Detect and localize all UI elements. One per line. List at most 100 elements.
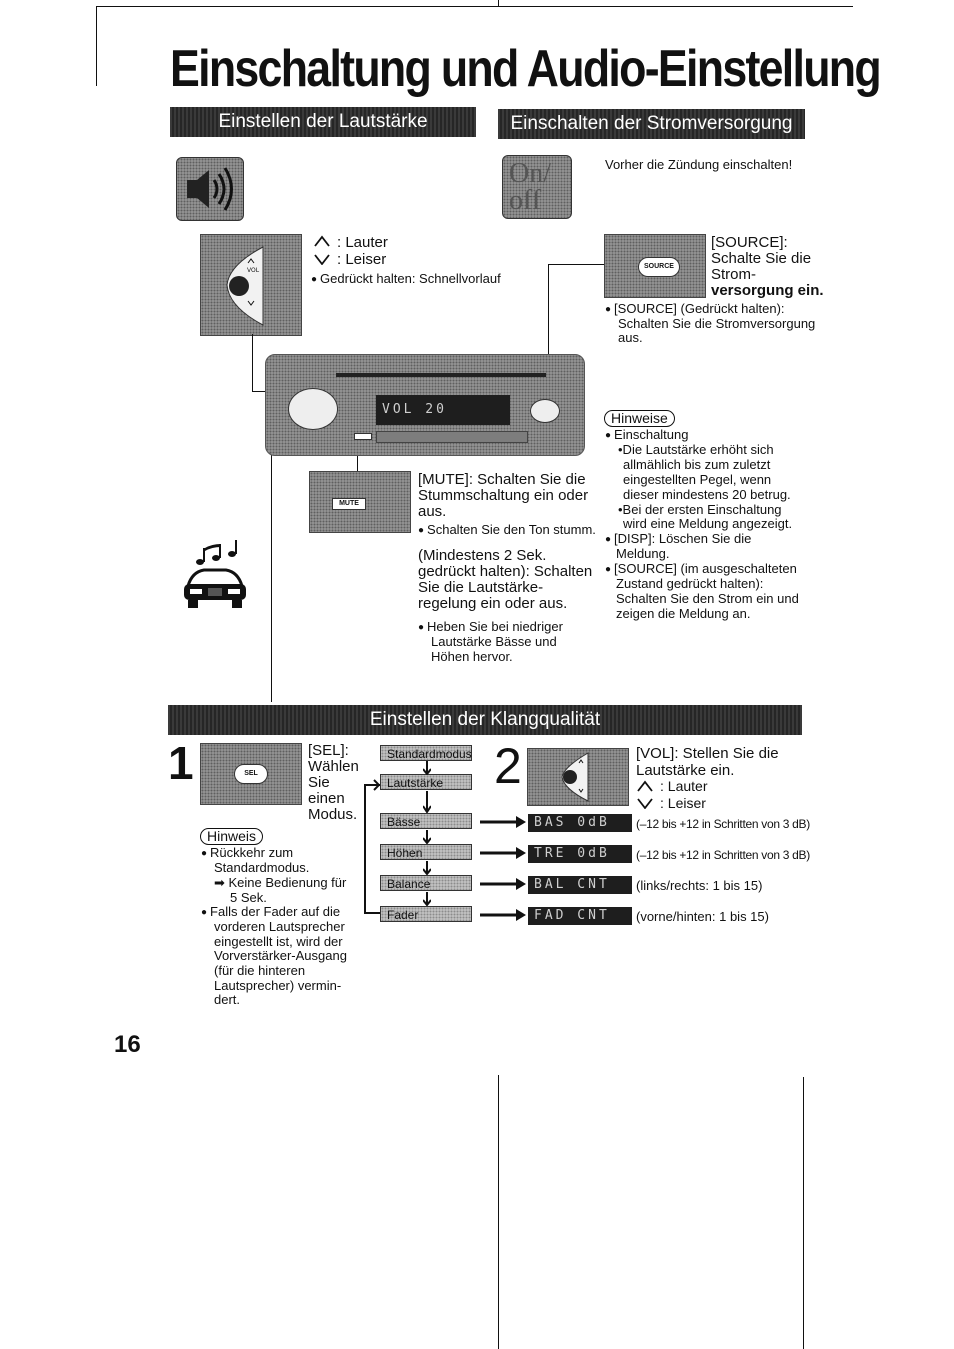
source-button-panel[interactable]: SOURCE bbox=[604, 234, 706, 298]
cd-slot bbox=[336, 373, 546, 377]
sel-line-2: Wählen bbox=[308, 758, 359, 775]
hinweise-line-3: allmählich bis zum zuletzt bbox=[623, 457, 771, 472]
volume-hold-text: Gedrückt halten: Schnellvorlauf bbox=[311, 271, 501, 288]
source-button[interactable]: SOURCE bbox=[638, 257, 680, 277]
row-arrow-icon-1 bbox=[480, 816, 526, 828]
vol-title-1: [VOL]: Stellen Sie die bbox=[636, 745, 779, 762]
sound-hinweis-line-8: Vorverstärker-Ausgang bbox=[214, 948, 347, 963]
left-rule bbox=[96, 6, 97, 86]
on-off-label: On/ off bbox=[509, 158, 551, 216]
mute-hold-3: Sie die Lautstärke- bbox=[418, 579, 544, 596]
mute-button-label: MUTE bbox=[339, 500, 359, 507]
sound-hinweis-line-7: eingestellt ist, wird der bbox=[214, 934, 343, 949]
sel-line-3: Sie bbox=[308, 774, 330, 791]
up-chevron-icon bbox=[314, 235, 330, 247]
top-rule bbox=[96, 6, 853, 7]
mode-arrow-icon-1 bbox=[423, 761, 431, 775]
mode-standard: Standardmodus bbox=[380, 745, 472, 761]
car-music-icon bbox=[184, 540, 246, 608]
sound-hinweis-line-11: dert. bbox=[214, 992, 241, 1007]
section-sound-header: Einstellen der Klangqualität bbox=[168, 705, 802, 735]
mode-arrow-icon-3 bbox=[423, 830, 431, 844]
page-title: Einschaltung und Audio-Einstellung bbox=[170, 40, 882, 98]
sound-hinweis-line-6: vorderen Lautsprecher bbox=[214, 919, 345, 934]
sound-hinweis-line-9: (für die hinteren bbox=[214, 963, 306, 978]
source-knob[interactable] bbox=[530, 399, 560, 423]
sound-hinweis-label: Hinweis bbox=[200, 828, 264, 845]
sel-line-5: Modus. bbox=[308, 806, 358, 823]
source-title: [SOURCE]: bbox=[711, 234, 788, 251]
page-number: 16 bbox=[114, 1031, 141, 1058]
speaker-icon bbox=[176, 157, 244, 221]
source-hold-line-2: Schalten Sie die Stromversorgung bbox=[618, 316, 816, 331]
vol-title-2: Lautstärke ein. bbox=[636, 762, 735, 779]
sel-button-panel[interactable]: SEL bbox=[200, 743, 302, 805]
sound-hinweis-line-10: Lautsprecher) vermin- bbox=[214, 978, 342, 993]
source-line-1: Schalte Sie die bbox=[711, 250, 812, 267]
section-volume-label: Einstellen der Lautstärke bbox=[218, 111, 428, 132]
hinweise-line-4: eingestellten Pegel, wenn bbox=[623, 472, 772, 487]
bass-display: BAS 0dB bbox=[528, 814, 632, 832]
top-tick bbox=[498, 0, 499, 7]
fader-display: FAD CNT bbox=[528, 907, 632, 925]
mute-title-2: Stummschaltung ein oder bbox=[418, 487, 589, 504]
sound-hinweis-line-2: Standardmodus. bbox=[214, 860, 310, 875]
step-2-number: 2 bbox=[494, 738, 522, 794]
hinweise-line-10: [SOURCE] (im ausgeschalteten bbox=[605, 561, 797, 578]
bottom-center-rule bbox=[498, 1075, 499, 1349]
head-unit: VOL 20 bbox=[265, 354, 585, 456]
mute-hold-4: regelung ein oder aus. bbox=[418, 595, 568, 612]
connector-vol-v bbox=[252, 334, 253, 392]
mute-hold-1: (Mindestens 2 Sek. bbox=[418, 547, 547, 564]
section-power-label: Einschalten der Stromversorgung bbox=[510, 113, 793, 134]
row-arrow-icon-3 bbox=[480, 878, 526, 890]
mute-title-3: aus. bbox=[418, 503, 447, 520]
mode-arrow-icon-4 bbox=[423, 861, 431, 875]
vol-knob-panel-2[interactable] bbox=[527, 748, 629, 806]
on-off-icon: On/ off bbox=[502, 155, 572, 219]
volume-up-text: : Lauter bbox=[337, 234, 388, 251]
hinweise-line-1: Einschaltung bbox=[605, 427, 688, 444]
vol-down-text: : Leiser bbox=[660, 795, 706, 811]
treble-range: (–12 bis +12 in Schritten von 3 dB) bbox=[636, 848, 810, 862]
mode-volume: Lautstärke bbox=[380, 774, 472, 790]
sound-hinweis-line-5: Falls der Fader auf die bbox=[201, 904, 340, 921]
mute-button-panel[interactable]: MUTE bbox=[309, 471, 411, 533]
vol-up-chevron-icon bbox=[637, 780, 653, 792]
mute-button[interactable]: MUTE bbox=[332, 498, 366, 510]
volume-knob-panel[interactable]: VOL bbox=[200, 234, 302, 336]
sel-line-4: einen bbox=[308, 790, 345, 807]
preset-keys[interactable] bbox=[376, 431, 528, 443]
hinweise-line-8: [DISP]: Löschen Sie die bbox=[605, 531, 751, 548]
treble-display: TRE 0dB bbox=[528, 845, 632, 863]
mute-title-1: [MUTE]: Schalten Sie die bbox=[418, 471, 586, 488]
balance-display: BAL CNT bbox=[528, 876, 632, 894]
source-button-label: SOURCE bbox=[644, 263, 674, 270]
mute-note: Schalten Sie den Ton stumm. bbox=[418, 522, 596, 539]
hinweise-line-13: zeigen die Meldung an. bbox=[616, 606, 751, 621]
hinweise-line-7: wird eine Meldung angezeigt. bbox=[623, 516, 793, 531]
mute-key[interactable] bbox=[354, 433, 372, 440]
hinweise-line-11: Zustand gedrückt halten): bbox=[616, 576, 764, 591]
sound-hinweis-line-4: 5 Sek. bbox=[230, 890, 267, 905]
mute-hold-note-1: Heben Sie bei niedriger bbox=[418, 619, 563, 636]
sound-hinweis-line-3: ➡ Keine Bedienung für bbox=[214, 875, 346, 890]
vol-down-chevron-icon bbox=[637, 798, 653, 809]
bottom-right-rule bbox=[803, 1077, 804, 1349]
sel-button[interactable]: SEL bbox=[234, 764, 268, 784]
head-unit-display: VOL 20 bbox=[376, 395, 510, 425]
section-sound-label: Einstellen der Klangqualität bbox=[369, 709, 601, 730]
mode-loop-bottom bbox=[364, 912, 380, 914]
volume-knob[interactable] bbox=[288, 388, 338, 430]
source-hold-line-3: aus. bbox=[618, 330, 643, 345]
source-line-3: versorgung ein. bbox=[711, 282, 824, 299]
row-arrow-icon-2 bbox=[480, 847, 526, 859]
connector-source-h bbox=[548, 264, 604, 265]
hinweise-line-6: •Bei der ersten Einschaltung bbox=[618, 502, 782, 517]
step-1-number: 1 bbox=[168, 737, 194, 789]
mode-balance: Balance bbox=[380, 875, 472, 891]
mode-fader: Fader bbox=[380, 906, 472, 922]
svg-text:VOL: VOL bbox=[247, 267, 260, 274]
fader-range: (vorne/hinten: 1 bis 15) bbox=[636, 909, 769, 924]
section-volume-header: Einstellen der Lautstärke bbox=[170, 107, 476, 137]
